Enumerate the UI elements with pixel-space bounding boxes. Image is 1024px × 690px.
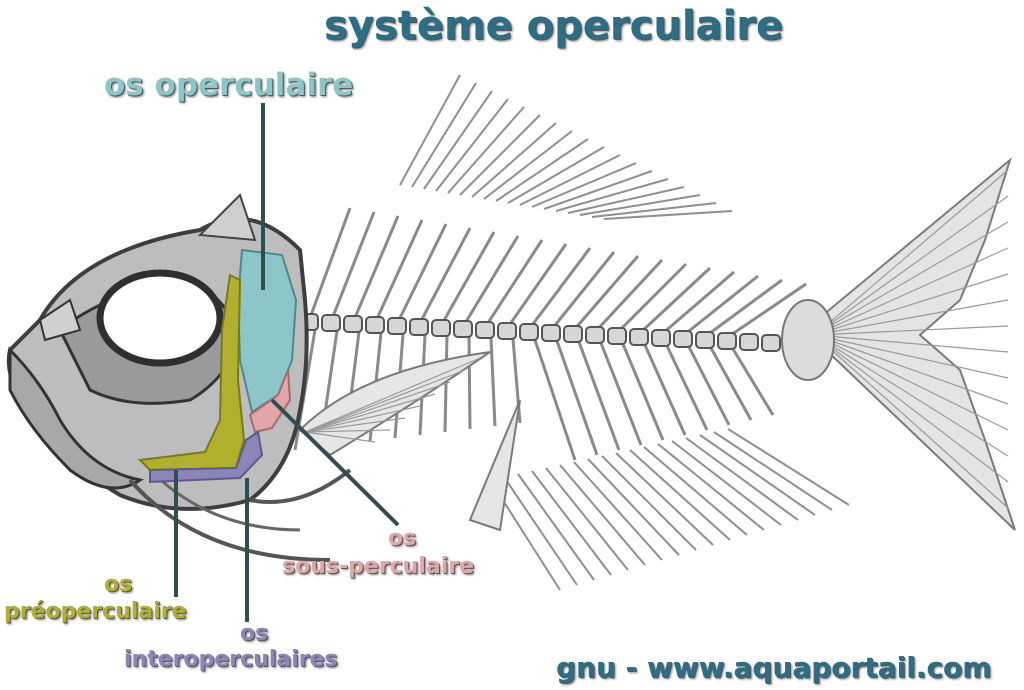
interoperculaire-bone (149, 430, 264, 484)
pelvic-fin (468, 399, 521, 532)
leader-line-sous-operculaire (270, 398, 400, 527)
label-os-interoperculaires-line2: interoperculaires (124, 647, 338, 672)
dorsal-fin (399, 74, 733, 220)
pectoral-fin (298, 351, 491, 457)
label-os-preoperculaire-line1: os (104, 572, 133, 597)
anal-fin (489, 428, 850, 591)
leader-lines (174, 103, 400, 622)
credit-text: gnu - www.aquaportail.com (556, 651, 992, 684)
label-os-operculaire: os operculaire (104, 67, 354, 103)
sous-operculaire-bone (248, 369, 292, 434)
label-os-sous-operculaire-line1: os (388, 526, 417, 551)
neural-spines (308, 207, 807, 339)
label-os-sous-operculaire-line2: sous-perculaire (282, 554, 475, 579)
label-os-preoperculaire-line2: préoperculaire (4, 599, 187, 624)
label-os-interoperculaires-line1: os (240, 621, 269, 646)
skull (6, 193, 352, 562)
vertebral-column (299, 313, 781, 352)
caudal-fin (781, 157, 1016, 531)
diagram-title: système operculaire (324, 3, 784, 49)
